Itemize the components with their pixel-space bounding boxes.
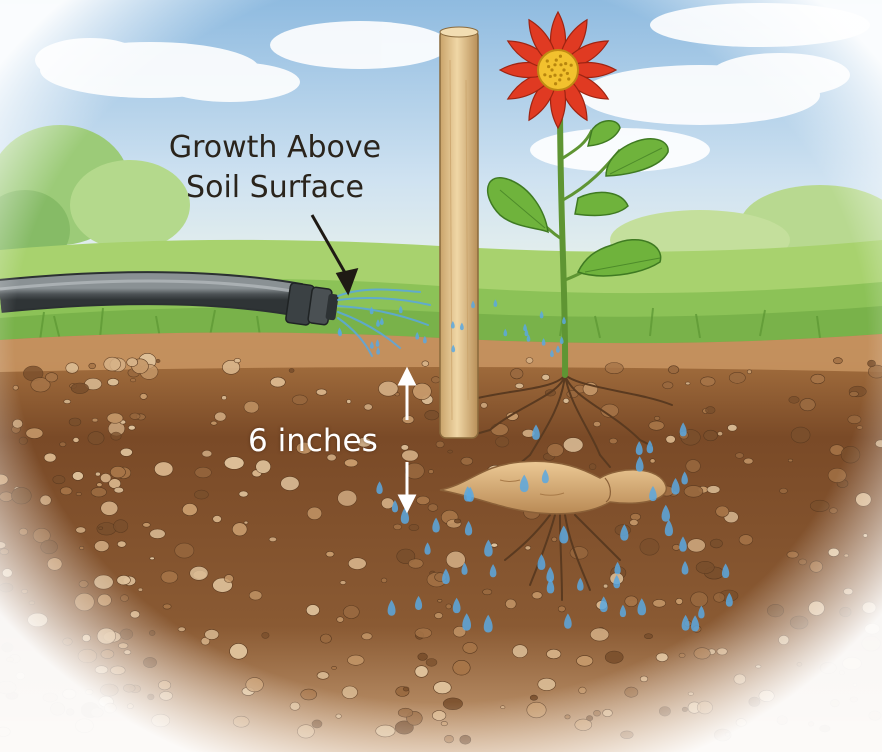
growth-above-soil-label: Growth Above Soil Surface xyxy=(150,128,400,208)
growth-label-line2: Soil Surface xyxy=(150,168,400,208)
depth-label: 6 inches xyxy=(248,421,378,461)
growth-label-line1: Growth Above xyxy=(150,128,400,168)
